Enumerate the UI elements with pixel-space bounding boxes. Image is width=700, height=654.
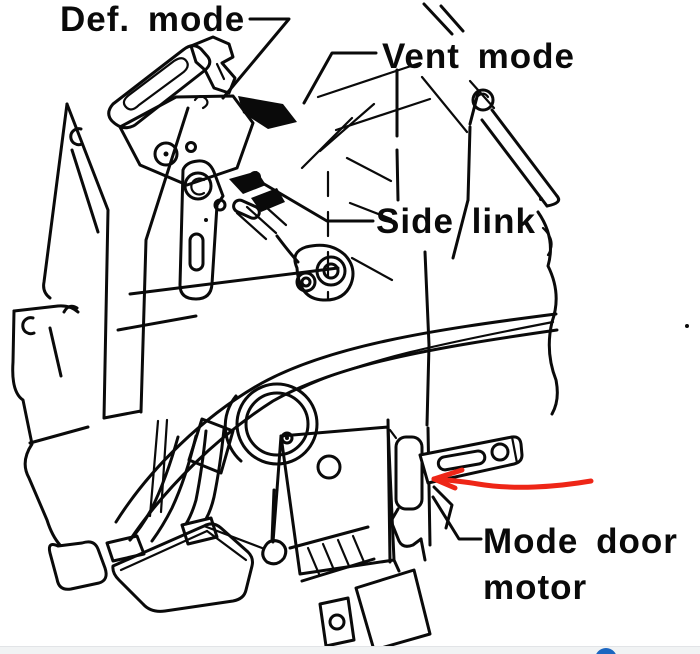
- def-mode-lever-drawing: [107, 35, 297, 187]
- footer-strip: [0, 646, 700, 654]
- red-arrow-annotation: [431, 467, 594, 491]
- duct-band-drawing: [114, 312, 559, 542]
- def-mode-label: Def. mode: [60, 0, 245, 39]
- mode-door-motor-label-line2: motor: [483, 568, 587, 607]
- left-bracket-drawing: [11, 102, 340, 547]
- vent-mode-label: Vent mode: [382, 37, 575, 76]
- mode-door-motor-label-line1: Mode door: [483, 522, 678, 561]
- blue-button-peek[interactable]: [595, 648, 617, 654]
- motor-plate-drawing: [187, 382, 432, 652]
- motor-connector-arm-drawing: [386, 418, 524, 564]
- leader-lines: [221, 17, 483, 541]
- mode-rod-drawing: [451, 88, 561, 260]
- diagram-labels: Def. mode Vent mode Side link Mode door …: [60, 0, 678, 607]
- side-link-label: Side link: [376, 202, 536, 241]
- hoses-and-boxes-drawing: [47, 418, 276, 613]
- housing-hatch-drawing: [300, 2, 689, 427]
